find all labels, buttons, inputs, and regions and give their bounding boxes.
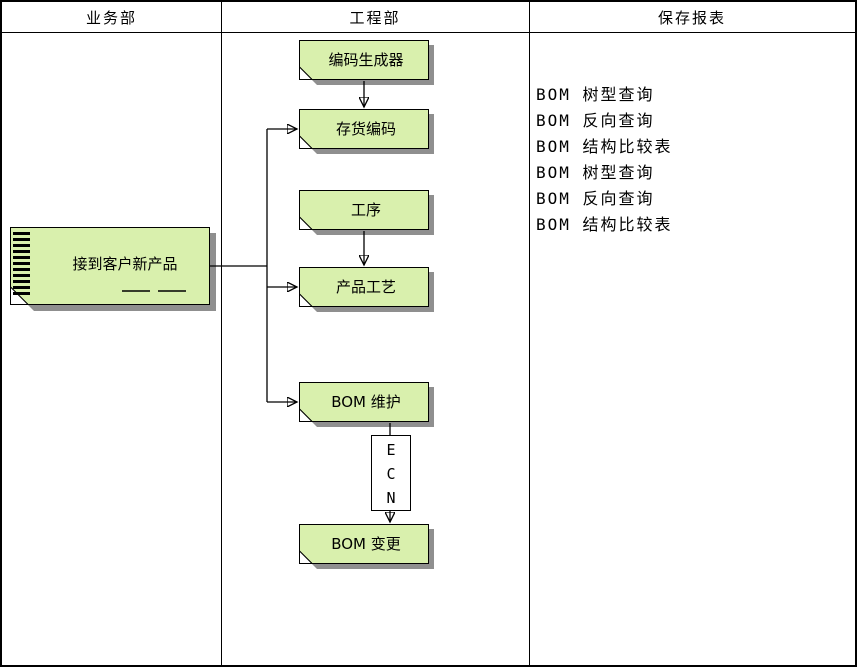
node-label: 产品工艺 <box>336 278 396 296</box>
document-shape: 接到客户新产品 <box>10 227 216 311</box>
node-fold-corner <box>299 549 314 564</box>
header-divider <box>2 32 855 33</box>
node-body <box>10 227 210 305</box>
node-body <box>299 40 429 80</box>
report-item: BOM 反向查询 <box>536 189 655 208</box>
report-item: BOM 树型查询 <box>536 163 655 182</box>
node-body <box>299 267 429 307</box>
flow-node-product-craft[interactable]: 产品工艺 <box>299 267 439 317</box>
flow-node-receive-new-product[interactable]: 接到客户新产品 <box>10 227 224 319</box>
node-body <box>299 190 429 230</box>
node-body <box>299 109 429 149</box>
report-item: BOM 反向查询 <box>536 111 655 130</box>
lane-divider-1 <box>221 2 222 665</box>
node-label: 接到客户新产品 <box>72 255 177 273</box>
node-label: BOM 变更 <box>331 535 401 553</box>
note-shape: BOM 变更 <box>299 524 434 569</box>
spiral-binding-icon <box>13 232 30 295</box>
lane-header-engineering: 工程部 <box>221 2 529 32</box>
saved-reports-list: BOM 树型查询 BOM 反向查询 BOM 结构比较表 BOM 树型查询 BOM… <box>536 82 673 238</box>
ecn-connector-box: E C N <box>371 435 411 511</box>
node-fold-corner <box>299 215 314 230</box>
flow-node-code-generator[interactable]: 编码生成器 <box>299 40 439 90</box>
note-shape: 工序 <box>299 190 434 235</box>
node-fold-corner <box>299 292 314 307</box>
report-item: BOM 结构比较表 <box>536 137 673 156</box>
node-fold-corner <box>299 407 314 422</box>
node-body <box>299 382 429 422</box>
node-fold-corner <box>10 285 30 305</box>
ecn-letter: C <box>386 465 396 483</box>
note-shape: 存货编码 <box>299 109 434 154</box>
node-label: BOM 维护 <box>331 393 401 411</box>
flow-node-bom-maintenance[interactable]: BOM 维护 <box>299 382 439 432</box>
note-shape: BOM 维护 <box>299 382 434 427</box>
node-fold-corner <box>299 134 314 149</box>
note-shape: 编码生成器 <box>299 40 434 85</box>
node-label: 存货编码 <box>336 120 396 138</box>
flow-node-process[interactable]: 工序 <box>299 190 439 240</box>
lane-header-business: 业务部 <box>2 2 221 32</box>
lane-divider-2 <box>529 2 530 665</box>
lane-header-reports-label: 保存报表 <box>657 8 726 27</box>
node-body <box>299 524 429 564</box>
ecn-letter: E <box>386 441 396 459</box>
lane-header-business-label: 业务部 <box>85 8 137 27</box>
lane-header-reports: 保存报表 <box>529 2 855 32</box>
report-item: BOM 树型查询 <box>536 85 655 104</box>
report-item: BOM 结构比较表 <box>536 215 673 234</box>
flow-node-bom-change[interactable]: BOM 变更 <box>299 524 439 574</box>
flow-node-inventory-code[interactable]: 存货编码 <box>299 109 439 159</box>
lane-header-engineering-label: 工程部 <box>349 8 401 27</box>
node-label: 编码生成器 <box>328 51 403 69</box>
node-fold-corner <box>299 65 314 80</box>
ecn-letter: N <box>386 489 396 507</box>
note-shape: 产品工艺 <box>299 267 434 312</box>
node-label: 工序 <box>351 201 381 219</box>
